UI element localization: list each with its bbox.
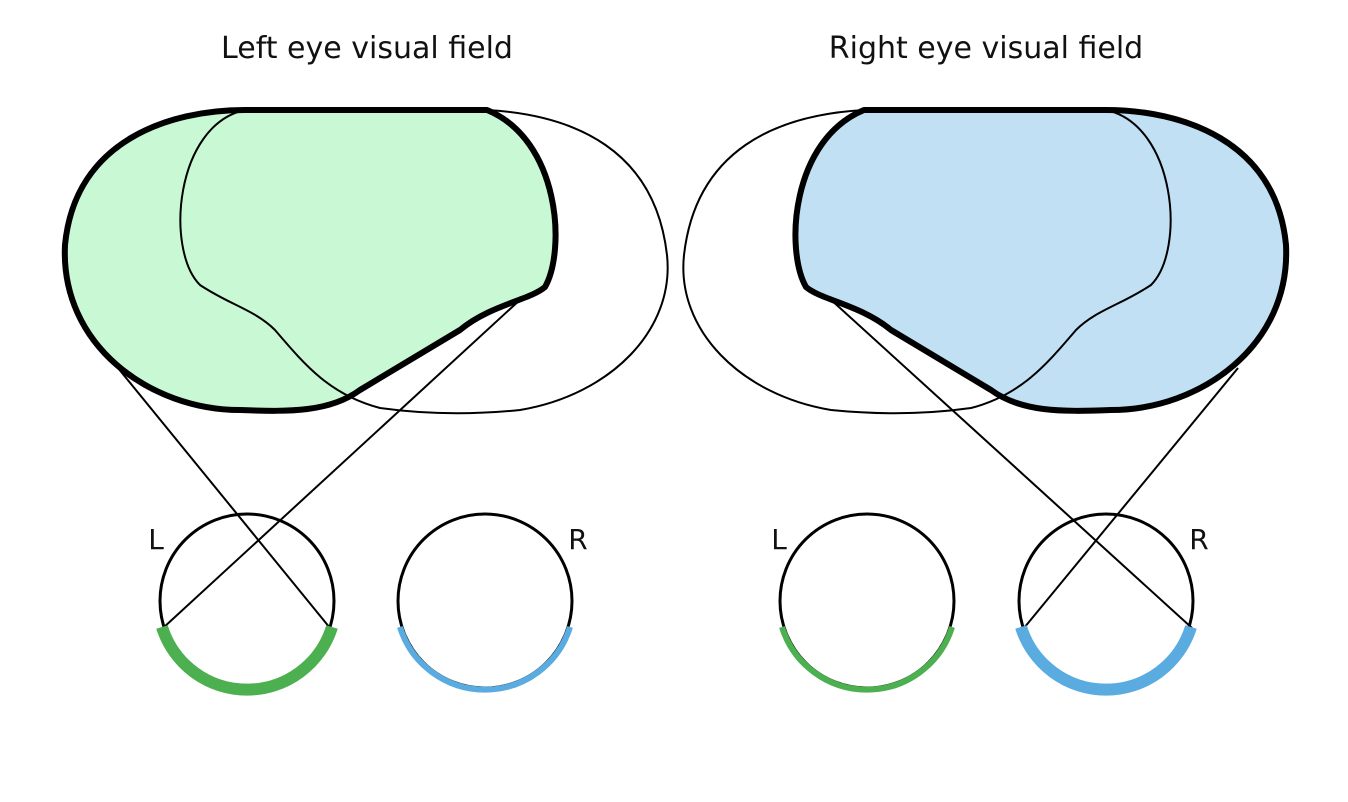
left-eye-label: L <box>148 523 164 556</box>
projection-line-temporal <box>117 367 331 629</box>
left-eye-field-outline <box>61 107 559 414</box>
right-eye-field-outline-thick <box>792 107 1290 414</box>
projection-line-nasal <box>162 297 523 629</box>
left-eye-retina-arc <box>779 626 955 693</box>
left-panel-title: Left eye visual field <box>221 31 513 66</box>
projection-line-temporal <box>1023 367 1239 629</box>
right-eye: R <box>1015 512 1209 696</box>
right-eye-label: R <box>1189 523 1208 556</box>
left-eye: L <box>771 512 956 693</box>
right-eye-label: R <box>568 523 587 556</box>
projection-line-nasal <box>828 297 1193 629</box>
right-eye-field-outline <box>179 109 669 415</box>
right-eye-panel: Right eye visual field L R <box>682 31 1290 696</box>
left-eye-panel: Left eye visual field L R <box>61 31 669 696</box>
left-eye: L <box>148 512 338 696</box>
right-eye-retina-arc <box>397 626 573 693</box>
right-panel-title: Right eye visual field <box>829 31 1143 66</box>
left-eye-field-outline-thin <box>682 109 1172 415</box>
left-eye-retina-arc <box>156 625 338 696</box>
left-eye-field-shape <box>64 110 556 411</box>
right-eye-field-shape <box>795 110 1287 411</box>
right-eye: R <box>396 512 588 693</box>
left-eye-label: L <box>771 523 787 556</box>
right-eye-retina-arc <box>1015 625 1197 696</box>
